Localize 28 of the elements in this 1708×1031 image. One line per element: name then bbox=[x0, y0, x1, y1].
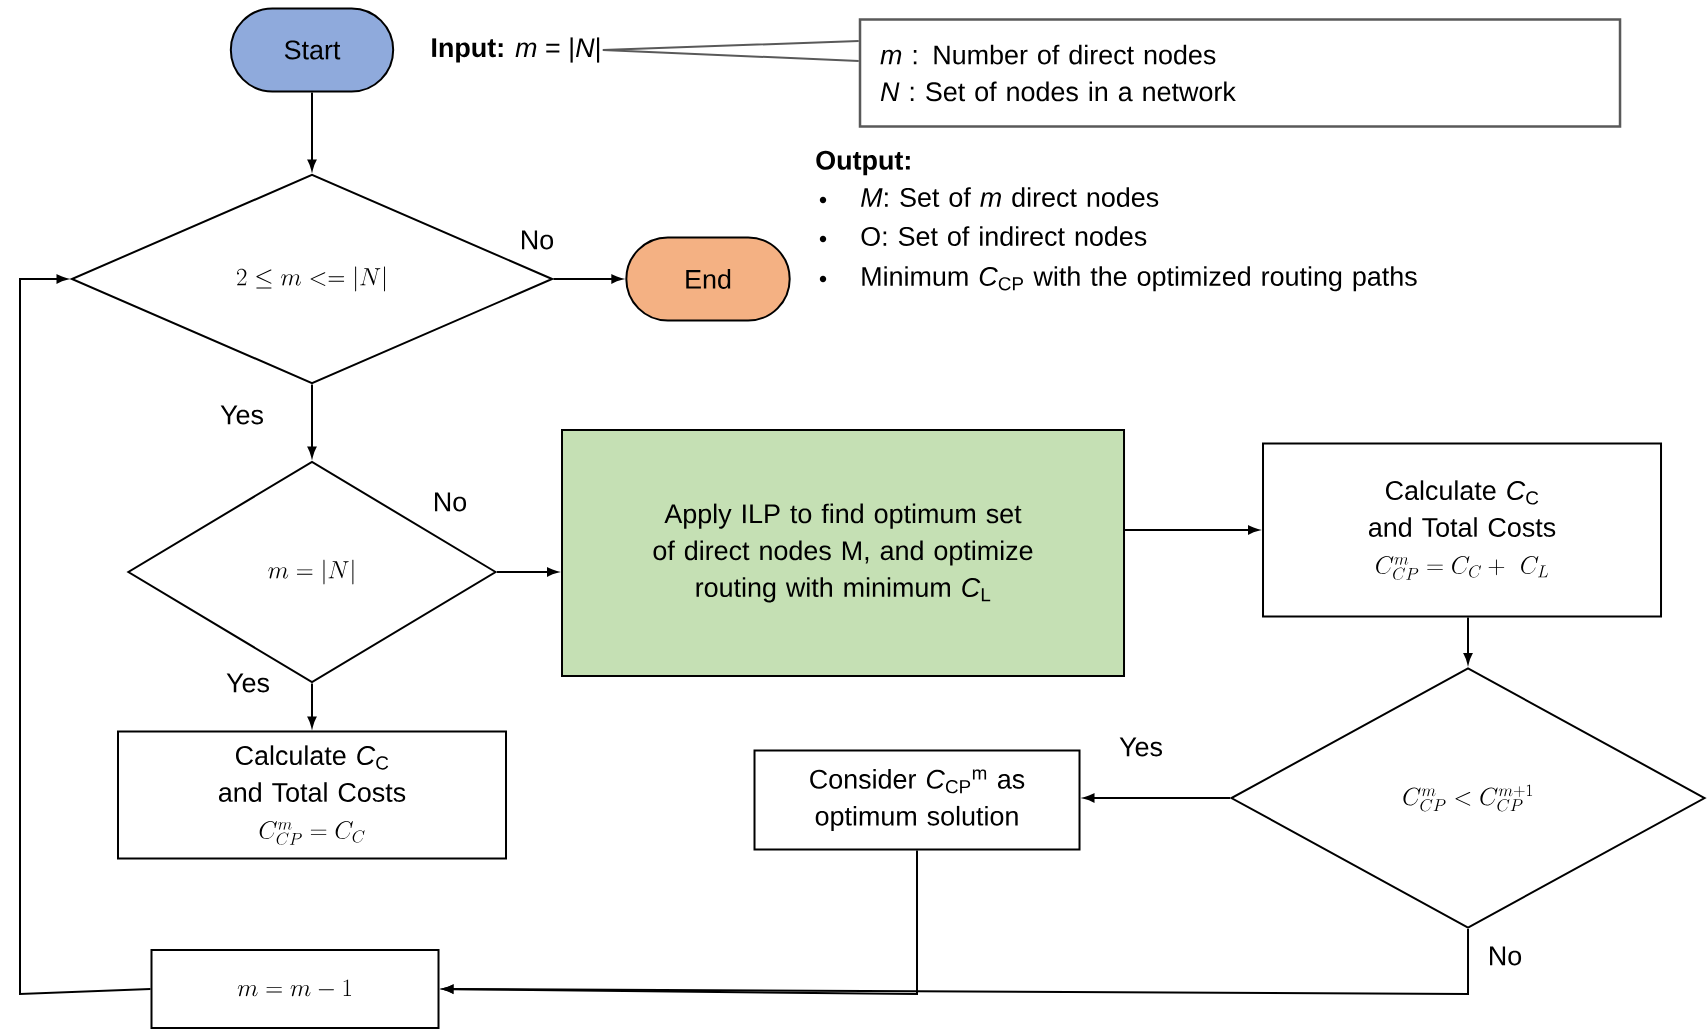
arrow bbox=[442, 928, 1469, 995]
edge-label: Yes bbox=[1117, 735, 1165, 759]
process-box: Calculate C$_{C}$ and Total Costs $C_{CP}^{m} = C_{C} +\ C_{L}$ bbox=[1262, 442, 1662, 618]
arrow bbox=[1083, 793, 1231, 803]
arrow bbox=[552, 274, 622, 284]
arrow bbox=[1463, 616, 1473, 664]
heading: Output: bbox=[816, 150, 910, 176]
edge-label: No bbox=[430, 490, 470, 514]
process-box: Apply ILP to find optimum set of direct nodes M, and optimize routing with minimum C$_{L}$ bbox=[561, 429, 1125, 677]
process-box: Consider C$_{CP}$$^{m}$ as optimum solution bbox=[753, 749, 1081, 851]
list-item: M: Set of m direct nodes bbox=[861, 187, 1159, 207]
arrow bbox=[496, 567, 558, 577]
callout-box: m : Number of direct nodes N : Set of nodes in a network bbox=[858, 18, 1622, 128]
list-item: Minimum C$_{CP}$ with the optimized routing paths bbox=[862, 266, 1417, 292]
input-text: Input: m = |N| bbox=[432, 37, 600, 63]
arrow bbox=[307, 383, 317, 458]
arrow bbox=[307, 91, 317, 171]
list-item: O: Set of indirect nodes bbox=[861, 226, 1147, 246]
edge-label: Yes bbox=[218, 403, 266, 427]
arrow bbox=[19, 274, 152, 996]
process-box: $m = m - 1$ bbox=[150, 949, 440, 1029]
end-terminal: End bbox=[625, 236, 791, 322]
start-terminal: Start bbox=[229, 7, 395, 93]
arrow bbox=[1124, 525, 1259, 535]
edge-label: No bbox=[517, 228, 557, 252]
arrow bbox=[307, 682, 317, 728]
edge-label: No bbox=[1485, 944, 1525, 968]
process-box: Calculate C$_{C}$ and Total Costs $C_{CP}^{m} = C_{C}$ bbox=[117, 730, 507, 860]
